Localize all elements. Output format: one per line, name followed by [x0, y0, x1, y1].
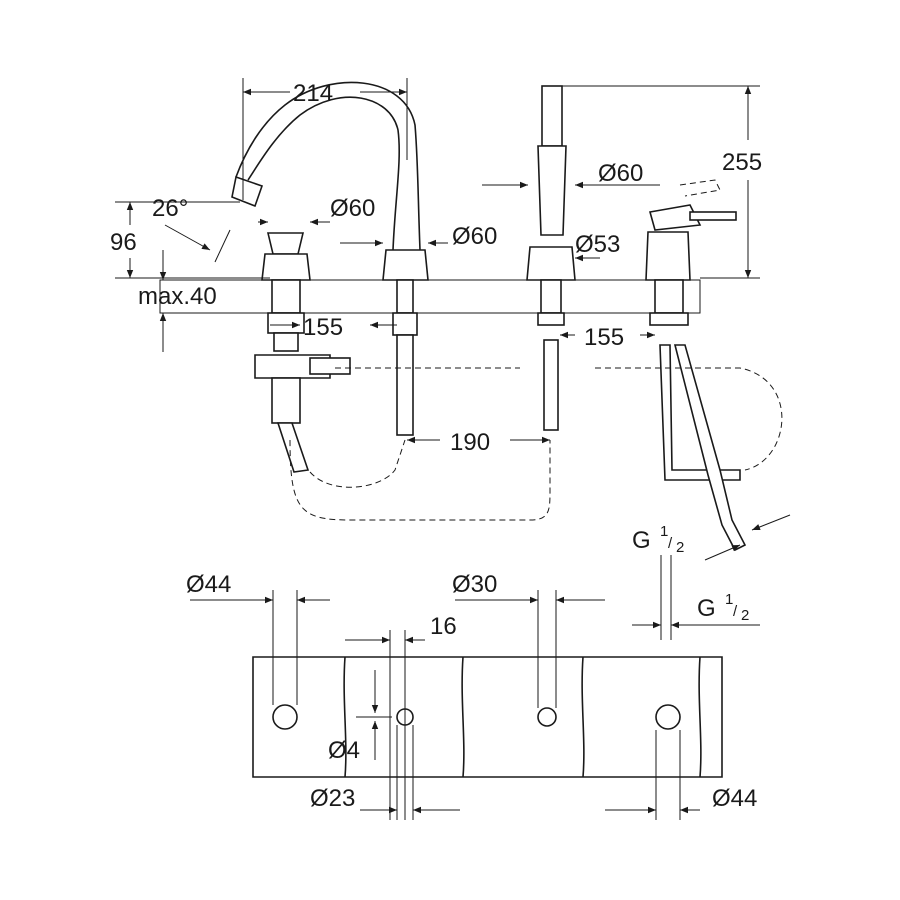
- hole-mid: [537, 707, 557, 727]
- hose-routes: [289, 367, 783, 521]
- thread-g: G: [697, 595, 716, 622]
- thread-label-2: G 1 / 2: [697, 591, 749, 624]
- dim-spacing-left: 155: [303, 314, 343, 341]
- dim-valve-diameter: Ø60: [330, 195, 375, 222]
- dim-offset: 16: [430, 613, 457, 640]
- thread-label-1: G 1 / 2: [632, 523, 684, 556]
- thread-num: 1: [660, 523, 668, 540]
- thread-g: G: [632, 527, 651, 554]
- thread-slash: /: [733, 603, 738, 620]
- valve-handle-left: [254, 232, 351, 473]
- dim-shower-diameter: Ø60: [598, 160, 643, 187]
- dim-96: 96: [110, 229, 137, 256]
- dimension-lines: [115, 78, 791, 640]
- thread-num: 1: [725, 591, 733, 608]
- dim-214: 214: [293, 80, 333, 107]
- deck-section: [159, 279, 701, 314]
- diverter-mixer: [645, 179, 747, 552]
- spout: [231, 81, 429, 436]
- dim-hole-mid: Ø30: [452, 571, 497, 598]
- dim-small-hole: Ø4: [328, 737, 360, 764]
- dim-max-deck: max.40: [138, 283, 217, 310]
- dim-spout-diameter: Ø60: [452, 223, 497, 250]
- mounting-hole-plan: [190, 590, 723, 820]
- dim-shower-base-diameter: Ø53: [575, 231, 620, 258]
- thread-den: 2: [676, 539, 684, 556]
- dim-spacing-right: 155: [584, 324, 624, 351]
- hand-shower: [526, 85, 576, 431]
- thread-slash: /: [668, 535, 673, 552]
- dim-hole-right: Ø44: [712, 785, 757, 812]
- dim-spacing-mid: 190: [450, 429, 490, 456]
- dim-angle: 26°: [152, 195, 188, 222]
- hole-left: [272, 704, 298, 730]
- thread-den: 2: [741, 607, 749, 624]
- dim-hole-valve: Ø23: [310, 785, 355, 812]
- dim-hole-left: Ø44: [186, 571, 231, 598]
- hole-right: [655, 704, 681, 730]
- dim-255: 255: [722, 149, 762, 176]
